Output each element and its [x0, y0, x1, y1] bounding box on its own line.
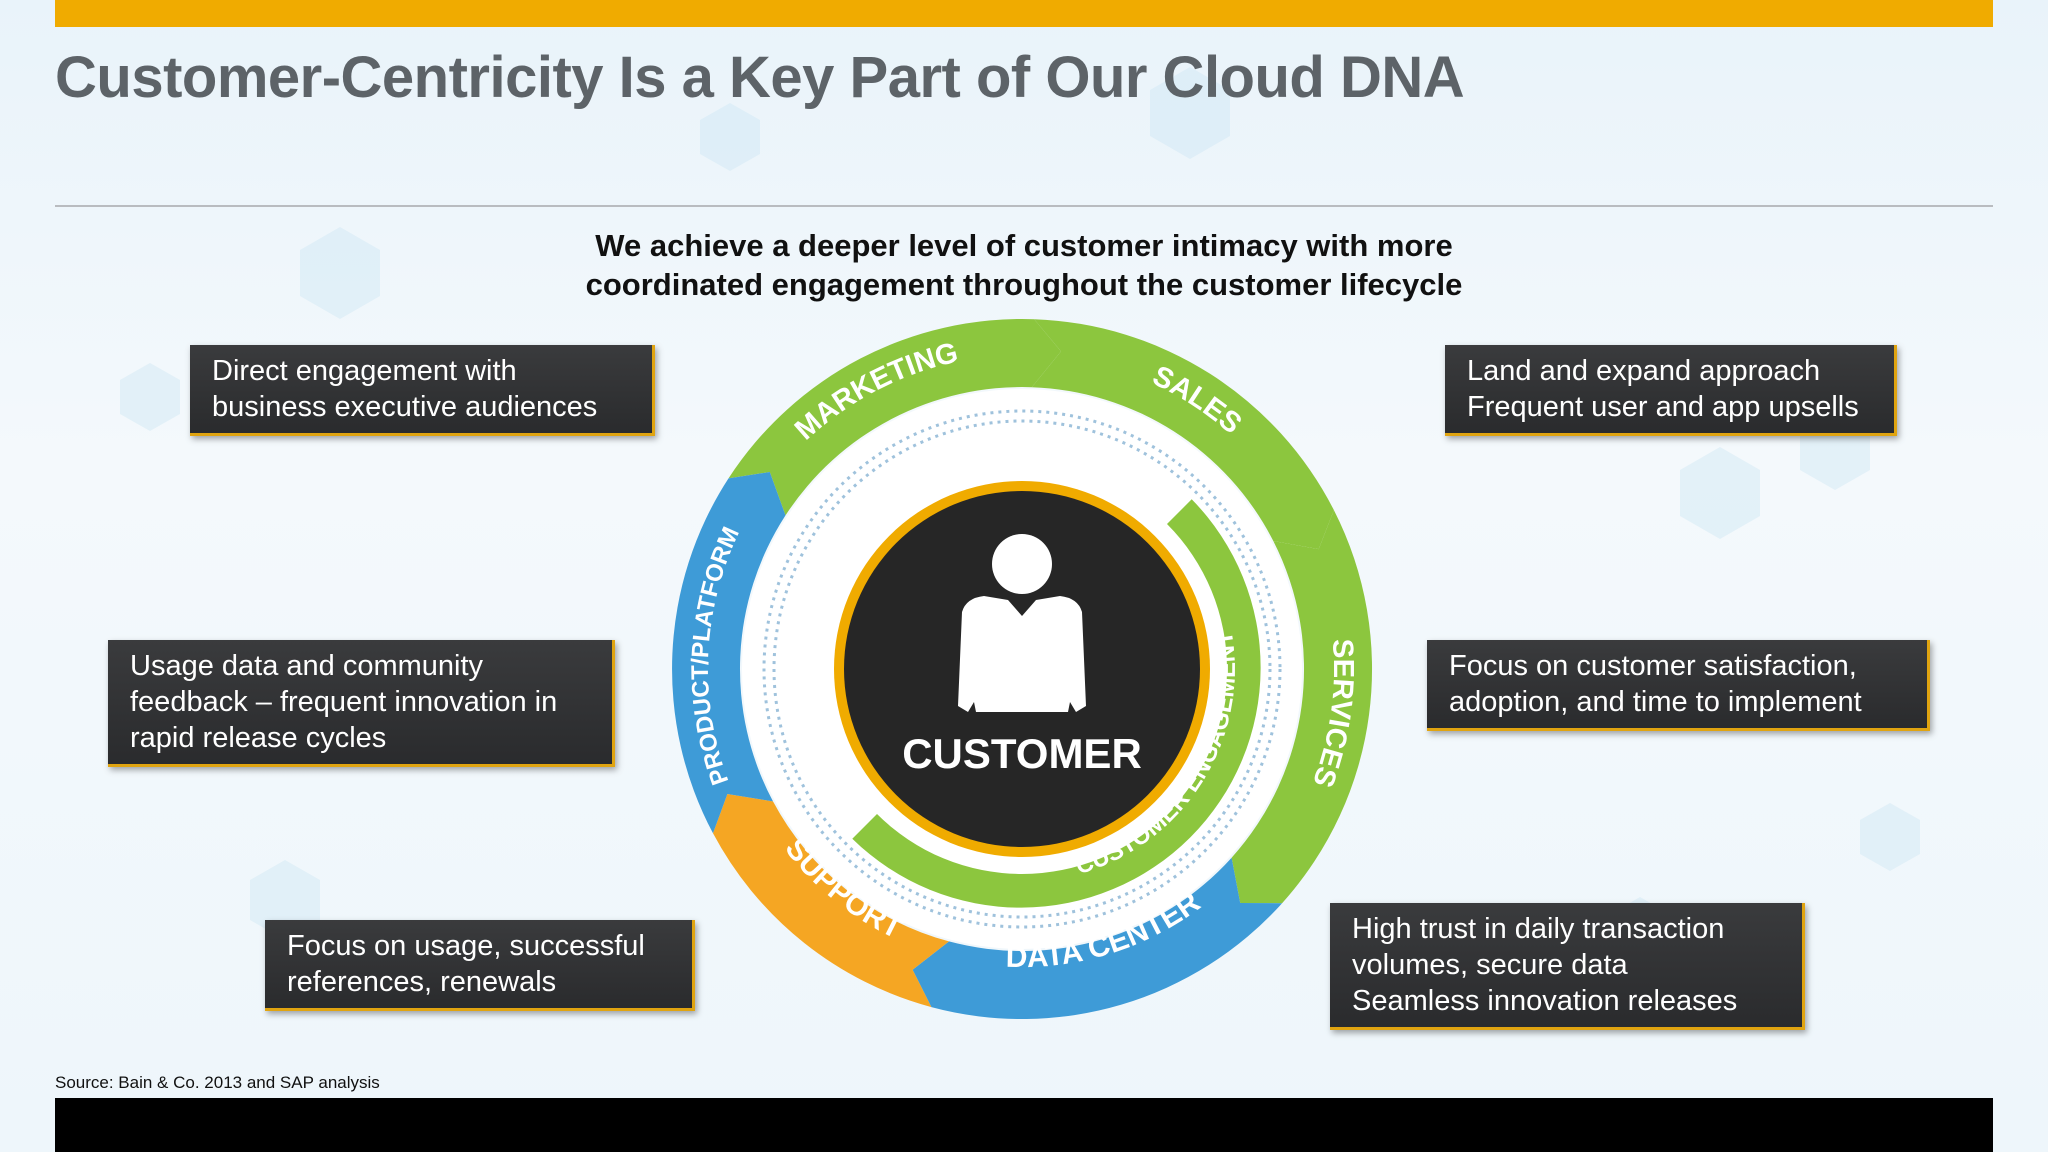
callout-line: Usage data and community — [130, 650, 484, 682]
source-note: Source: Bain & Co. 2013 and SAP analysis — [55, 1073, 380, 1092]
callout-product-platform: Usage data and community feedback – freq… — [108, 640, 615, 767]
subtitle-line: coordinated engagement throughout the cu… — [585, 267, 1463, 302]
callout-line: references, renewals — [287, 966, 557, 998]
title-divider — [55, 205, 1993, 207]
customer-engagement-arc — [852, 499, 1261, 908]
callout-line: business executive audiences — [212, 391, 598, 423]
callout-support: Focus on usage, successful references, r… — [265, 920, 695, 1011]
slide-title: Customer-Centricity Is a Key Part of Our… — [55, 45, 1465, 110]
callout-data-center: High trust in daily transaction volumes,… — [1330, 903, 1805, 1030]
callout-line: rapid release cycles — [130, 722, 387, 754]
callout-line: Land and expand approach — [1467, 355, 1821, 387]
data-center-segment — [912, 857, 1283, 1020]
callout-marketing: Direct engagement with business executiv… — [190, 345, 655, 436]
callout-line: Direct engagement with — [212, 355, 517, 387]
callout-line: Focus on customer satisfaction, — [1449, 650, 1857, 682]
callout-line: Focus on usage, successful — [287, 930, 645, 962]
services-segment — [1231, 510, 1373, 904]
subtitle-line: We achieve a deeper level of customer in… — [595, 228, 1453, 263]
top-accent-bar — [55, 0, 1993, 27]
callout-line: High trust in daily transaction — [1352, 913, 1725, 945]
subtitle: We achieve a deeper level of customer in… — [0, 226, 2048, 304]
person-icon — [958, 534, 1086, 712]
dotted-ring-outer — [762, 409, 1282, 929]
bottom-bar — [55, 1098, 1993, 1152]
product-platform-segment — [672, 472, 786, 834]
callout-sales: Land and expand approach Frequent user a… — [1445, 345, 1897, 436]
support-segment — [713, 794, 949, 1008]
callout-line: adoption, and time to implement — [1449, 686, 1862, 718]
customer-label: CUSTOMER — [902, 730, 1142, 777]
callout-services: Focus on customer satisfaction, adoption… — [1427, 640, 1930, 731]
marketing-segment — [728, 318, 1061, 516]
sales-segment — [1031, 319, 1334, 550]
callout-line: volumes, secure data — [1352, 949, 1628, 981]
callout-line: feedback – frequent innovation in — [130, 686, 558, 718]
callout-line: Frequent user and app upsells — [1467, 391, 1859, 423]
dotted-ring-inner — [772, 419, 1272, 919]
callout-line: Seamless innovation releases — [1352, 985, 1738, 1017]
